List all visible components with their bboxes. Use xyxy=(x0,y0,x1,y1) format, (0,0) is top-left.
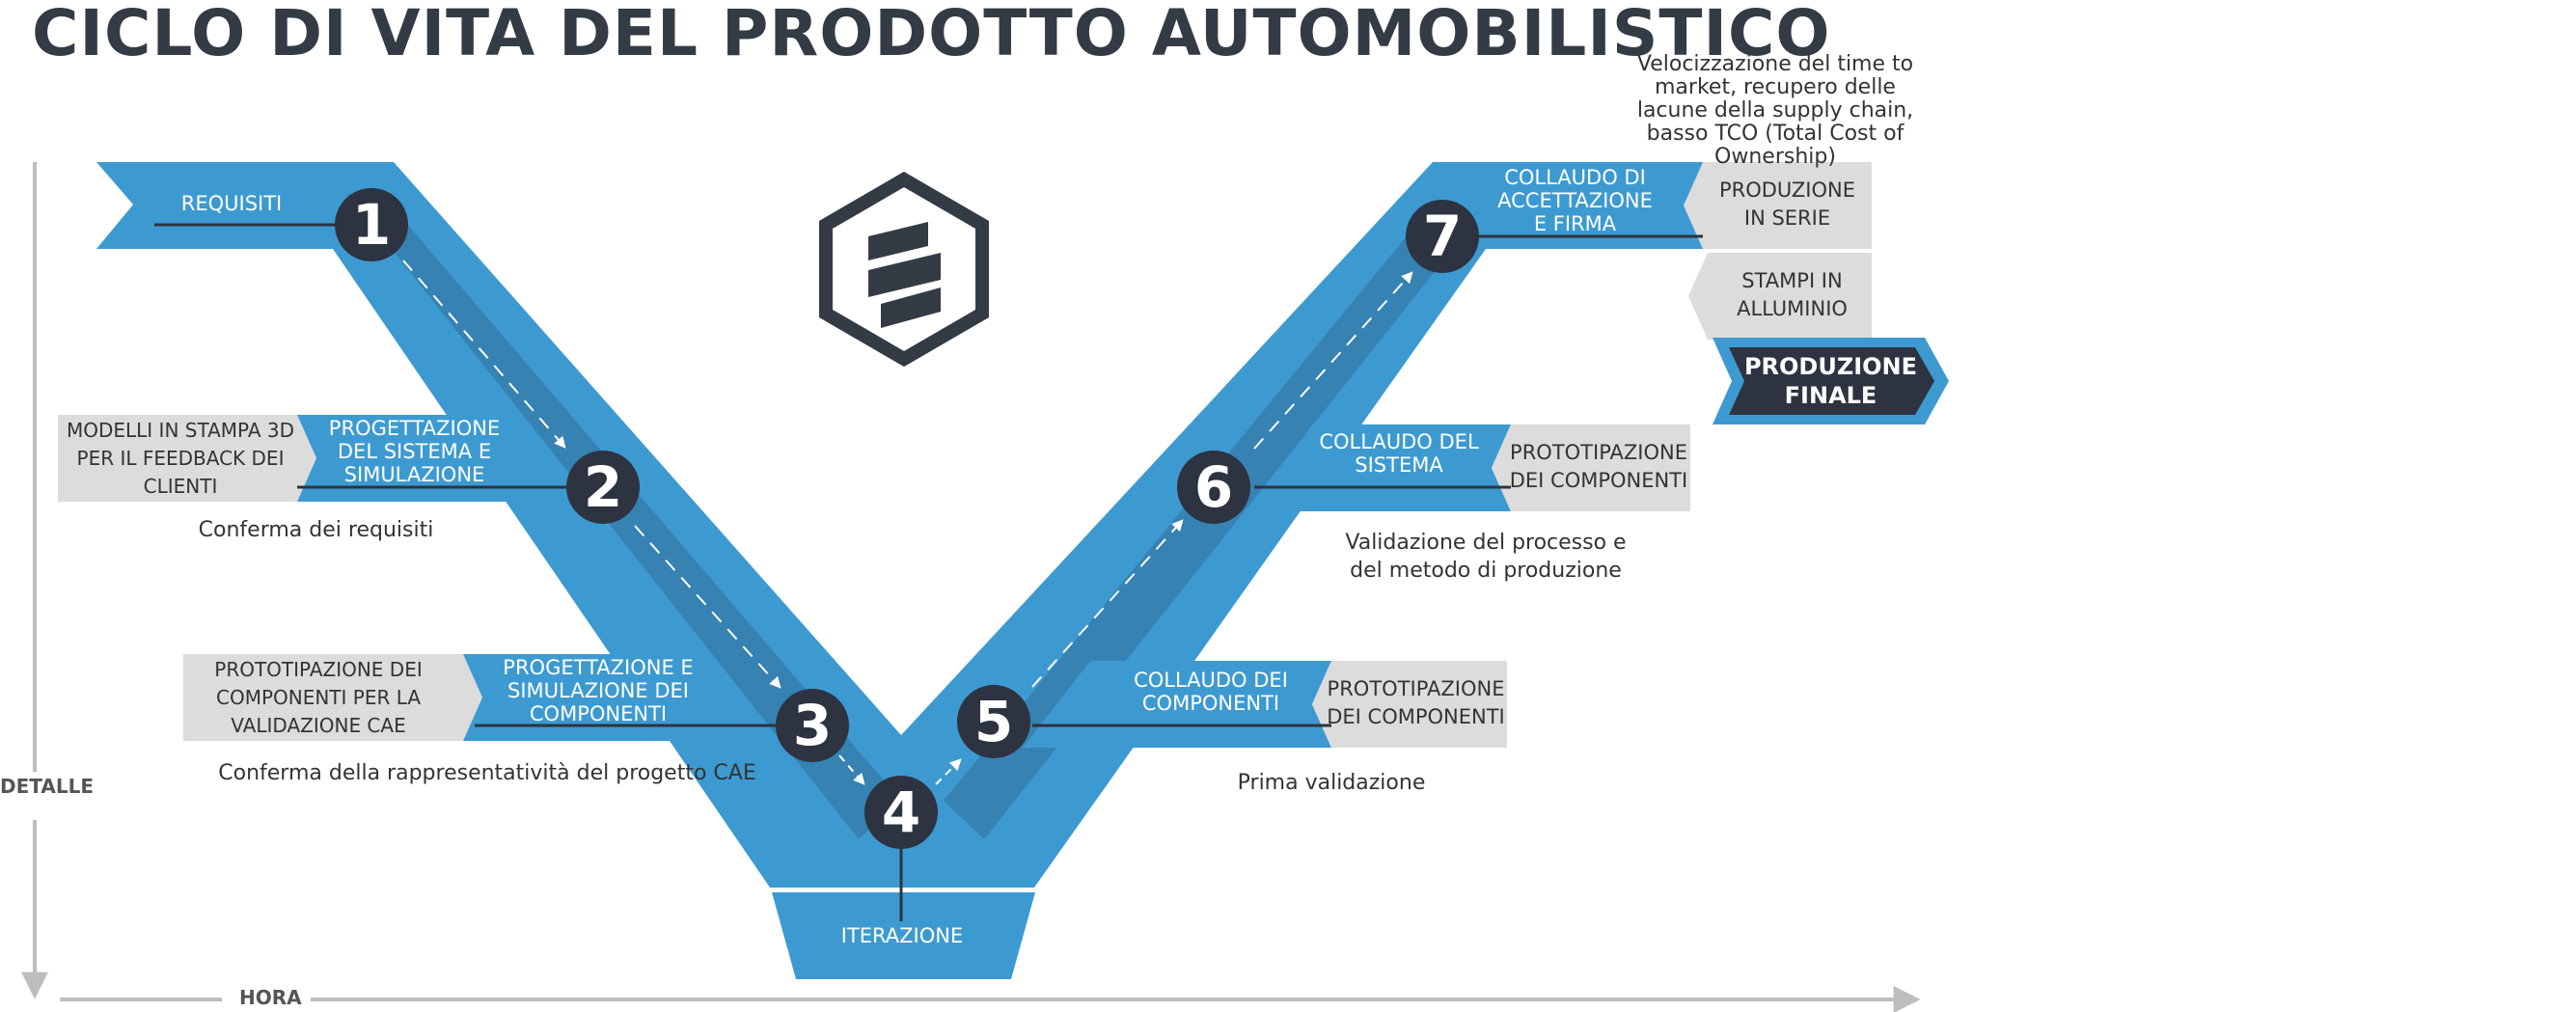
horizontal-axis-label: HORA xyxy=(239,986,302,1009)
step-2-label: PROGETTAZIONE DEL SISTEMA E SIMULAZIONE xyxy=(328,417,501,486)
label-2-box xyxy=(297,415,540,502)
flow-arrow-3-4 xyxy=(838,754,865,785)
aside-5-box xyxy=(1312,661,1507,748)
step-3-circle xyxy=(776,689,849,762)
step-7-number: 7 xyxy=(1422,204,1463,269)
step-1-number: 1 xyxy=(351,192,392,258)
flow-arrow-1-2 xyxy=(402,260,566,449)
stampi-box xyxy=(1688,253,1872,340)
step-5-label: COLLAUDO DEI COMPONENTI xyxy=(1134,669,1288,715)
step-2-aside: MODELLI IN STAMPA 3D PER IL FEEDBACK DEI… xyxy=(66,419,295,498)
step-5-aside: PROTOTIPAZIONE DEI COMPONENTI xyxy=(1327,677,1505,728)
step-6-aside: PROTOTIPAZIONE DEI COMPONENTI xyxy=(1509,441,1688,492)
step-5-note: Prima validazione xyxy=(1237,771,1426,795)
step-4-label: ITERAZIONE xyxy=(840,924,964,947)
step-6-circle xyxy=(1177,451,1250,524)
step-3-note: Conferma della rappresentatività del pro… xyxy=(218,761,756,785)
step-1-label: REQUISITI xyxy=(180,192,283,215)
step-3-number: 3 xyxy=(792,693,833,758)
step-7-aside: PRODUZIONE IN SERIE xyxy=(1718,178,1856,230)
step-2-number: 2 xyxy=(583,454,623,520)
flow-arrow-6-7 xyxy=(1253,271,1413,450)
page-title: CICLO DI VITA DEL PRODOTTO AUTOMOBILISTI… xyxy=(32,0,1831,70)
step-4-number: 4 xyxy=(881,780,921,845)
step-5-circle xyxy=(957,685,1030,758)
final-box-inner xyxy=(1729,347,1934,415)
iteration-shape xyxy=(772,892,1035,979)
step-1-circle xyxy=(335,188,408,261)
step-6-note: Validazione del processo e del metodo di… xyxy=(1345,531,1627,583)
step-6-label: COLLAUDO DEL SISTEMA xyxy=(1319,430,1479,477)
step-3-label: PROGETTAZIONE E SIMULAZIONE DEI COMPONEN… xyxy=(503,656,694,725)
step-7-circle xyxy=(1406,200,1479,273)
step-4-circle xyxy=(864,776,938,849)
label-3-box xyxy=(463,654,772,741)
flow-arrow-4-5 xyxy=(935,758,962,785)
label-6-box xyxy=(1254,424,1511,511)
step-2-note: Conferma dei requisiti xyxy=(198,518,434,542)
step-2-circle xyxy=(566,451,640,524)
aside-2-box xyxy=(58,415,316,502)
flow-arrow-5-6 xyxy=(1031,519,1184,688)
vertical-axis-label: DETALLE xyxy=(0,775,94,798)
flow-arrow-2-3 xyxy=(634,525,781,689)
final-production-label: PRODUZIONE FINALE xyxy=(1743,353,1918,409)
top-note: Velocizzazione del time to market, recup… xyxy=(1636,52,1914,169)
step-7-label: COLLAUDO DI ACCETTAZIONE E FIRMA xyxy=(1497,166,1653,235)
step-6-number: 6 xyxy=(1193,454,1234,520)
aside-3-box xyxy=(183,654,482,741)
aside-7-box xyxy=(1684,162,1872,249)
hexagon-logo-icon xyxy=(819,171,989,368)
step-5-number: 5 xyxy=(973,689,1014,754)
stampi-label: STAMPI IN ALLUMINIO xyxy=(1737,269,1848,320)
step-3-aside: PROTOTIPAZIONE DEI COMPONENTI PER LA VAL… xyxy=(214,658,423,737)
aside-6-box xyxy=(1492,424,1690,511)
